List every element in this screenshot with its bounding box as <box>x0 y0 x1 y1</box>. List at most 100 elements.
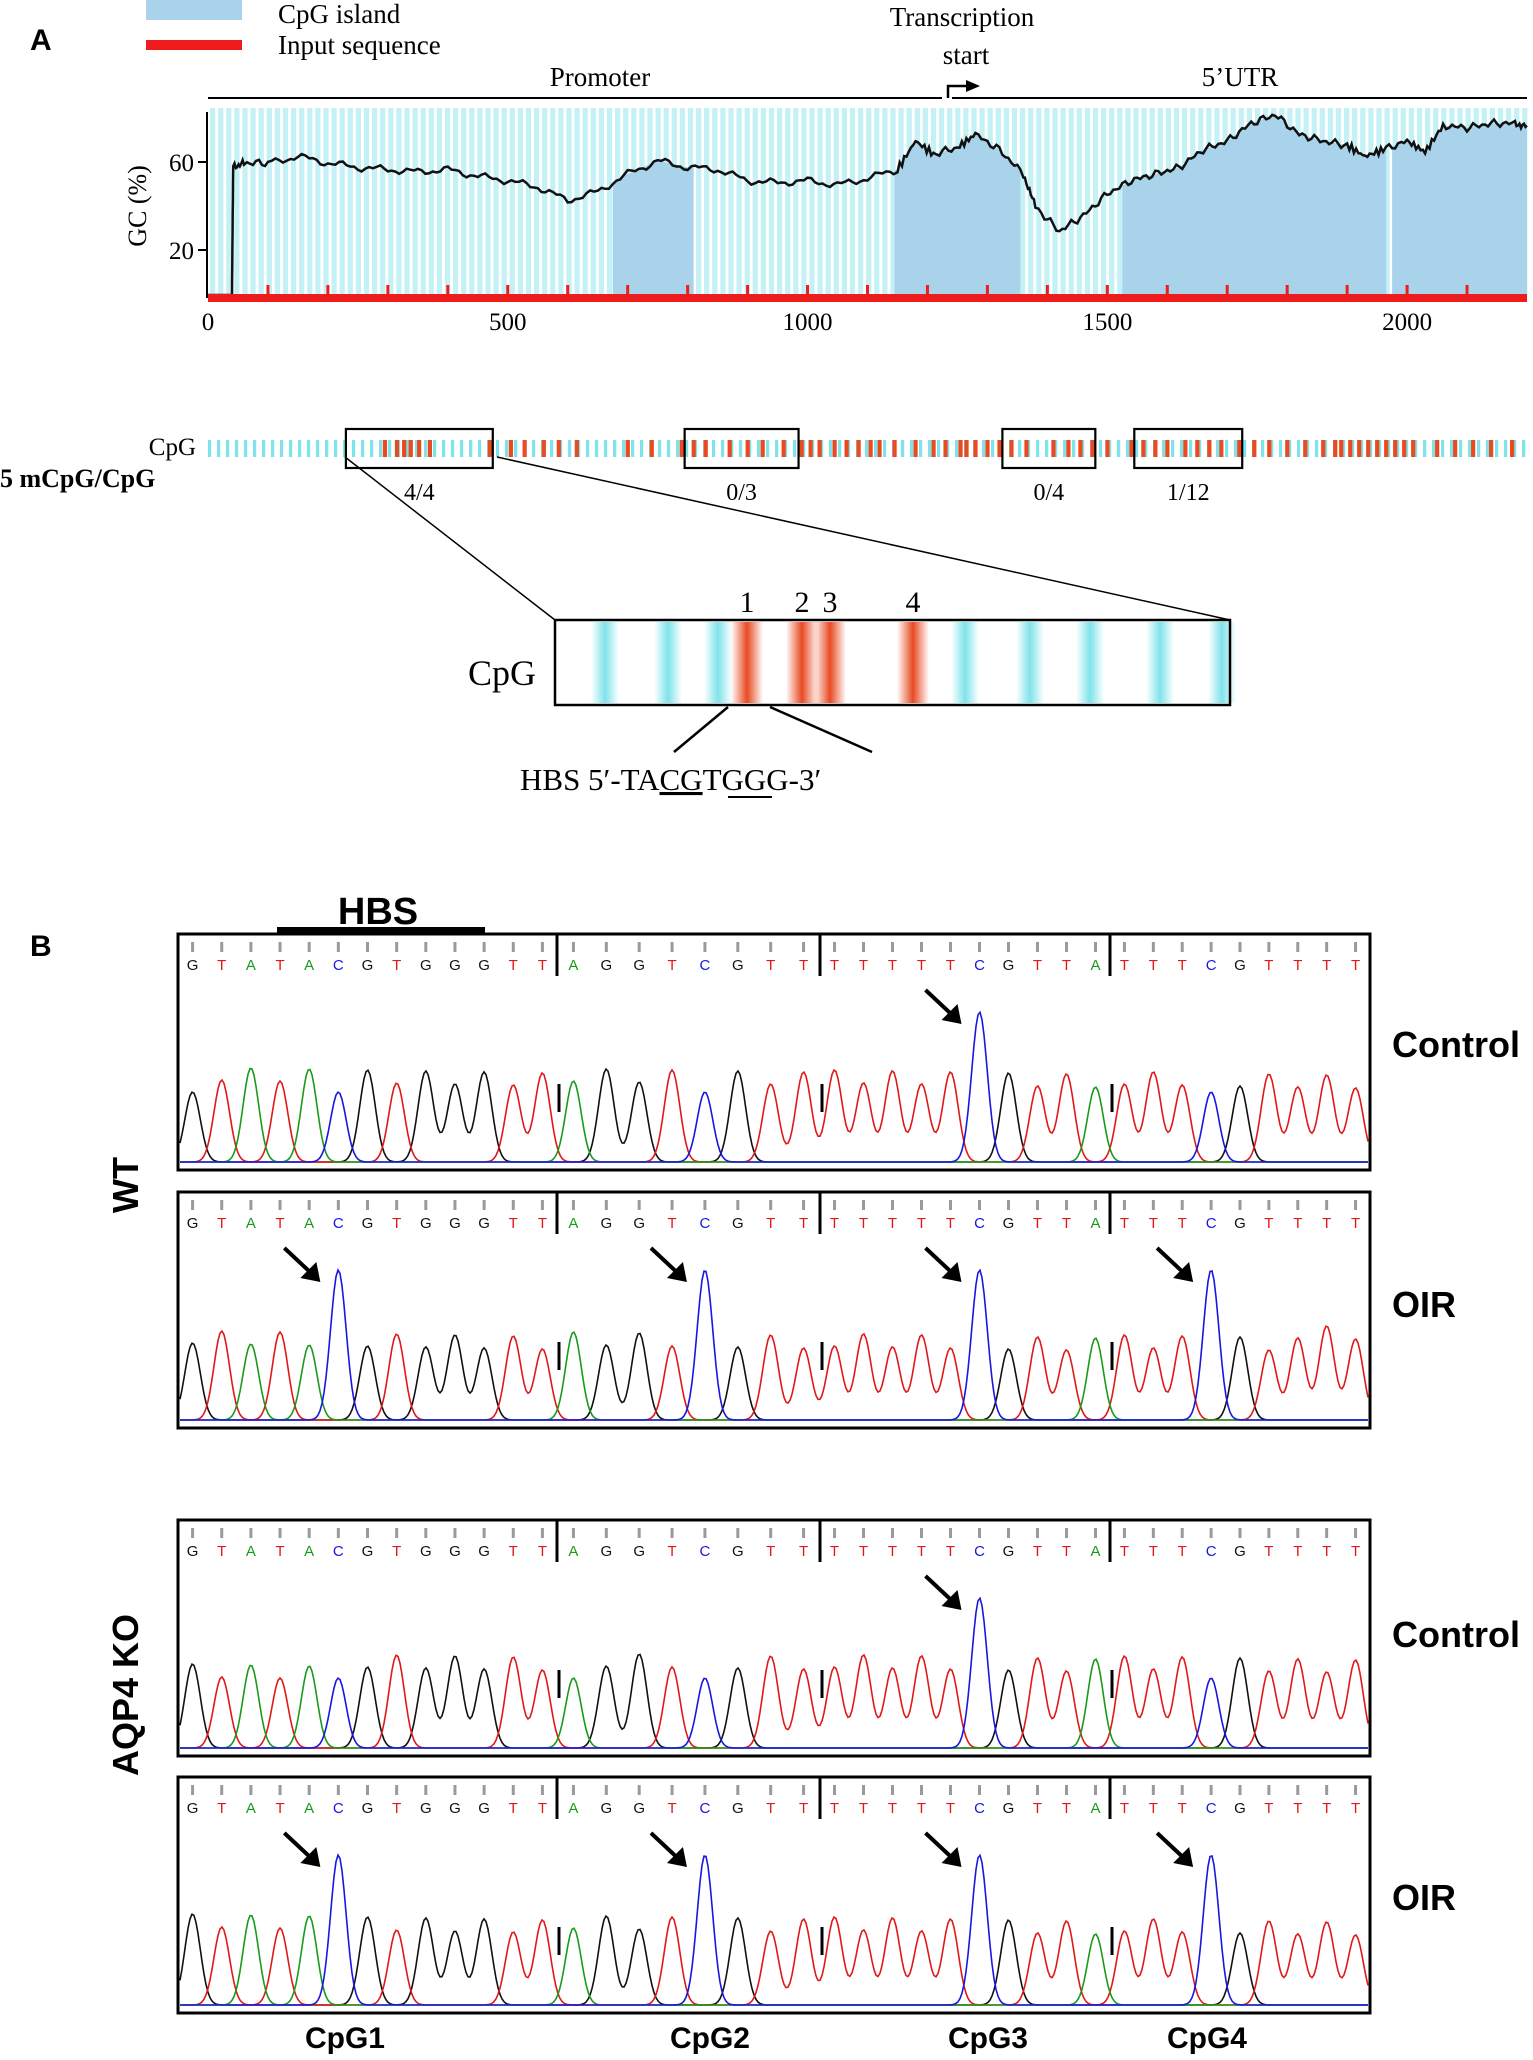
gc-stripe <box>339 108 345 295</box>
quality-bar <box>366 942 369 952</box>
cpg-site-mark <box>799 440 804 457</box>
base-call: G <box>449 1800 461 1817</box>
quality-bar <box>249 1785 253 1795</box>
cpg-track-stripe <box>1396 440 1400 457</box>
quality-bar <box>395 1785 399 1795</box>
base-call: T <box>946 1215 955 1232</box>
cpg-site-mark <box>1357 440 1362 457</box>
cpg-site-mark <box>625 440 630 457</box>
cpg-track-stripe <box>955 440 959 457</box>
zoom-bands <box>591 622 1236 703</box>
gc-stripe <box>1384 108 1390 295</box>
base-call: C <box>974 1800 985 1817</box>
cpg-site-mark <box>1453 440 1458 457</box>
cpg-track-stripe <box>460 440 464 457</box>
base-call: C <box>700 1215 711 1232</box>
cpg-track-stripe <box>595 440 599 457</box>
base-call: T <box>1062 1800 1071 1817</box>
cpg-track-stripe <box>685 440 689 457</box>
cpg-track-stripe <box>262 440 266 457</box>
quality-bar <box>802 1528 806 1538</box>
gc-stripe <box>1117 108 1123 295</box>
base-call: T <box>888 1215 897 1232</box>
quality-bar <box>833 942 836 952</box>
cpg-site-mark <box>1285 440 1290 457</box>
cpg-track-stripe <box>1495 440 1499 457</box>
quality-bar <box>978 1200 981 1210</box>
trace-t <box>180 1653 1369 1749</box>
zoom-cpg-label: CpG <box>468 653 536 693</box>
quality-bar <box>703 942 707 952</box>
methylation-ratio-label: 5 mCpG/CpG <box>0 464 155 493</box>
gc-stripe <box>412 108 418 295</box>
base-call: G <box>187 1215 199 1232</box>
base-call: T <box>917 1215 926 1232</box>
quality-bar <box>220 1200 224 1210</box>
quality-bar <box>604 942 608 952</box>
gc-stripe <box>728 108 734 295</box>
gc-stripe <box>866 108 872 295</box>
base-call: T <box>392 1543 401 1560</box>
gc-stripe <box>720 108 726 295</box>
cpg-track-stripe <box>1324 440 1328 457</box>
tss-arrow-icon <box>946 84 970 98</box>
base-call: G <box>732 1800 744 1817</box>
cpg-track-stripe <box>343 440 347 457</box>
cpg-track-stripe <box>478 440 482 457</box>
base-call: C <box>333 957 344 974</box>
base-call: T <box>830 1543 839 1560</box>
base-call: C <box>700 1543 711 1560</box>
cpg-track-stripe <box>586 440 590 457</box>
cpg-track-stripe <box>1477 440 1481 457</box>
cpg-track-stripe <box>1450 440 1454 457</box>
cpg-track-stripe <box>1243 440 1247 457</box>
base-call: T <box>1178 957 1187 974</box>
cpg-label-3: CpG3 <box>948 2022 1028 2055</box>
base-call: G <box>449 1543 461 1560</box>
hbs-sequence: HBS 5′-TACGTGGG-3′ <box>520 762 821 797</box>
zoom-band-unmethylated <box>704 622 732 703</box>
base-call: T <box>888 1543 897 1560</box>
quality-bar <box>833 1785 836 1795</box>
cpg-site-mark <box>394 440 400 457</box>
cpg-site-mark <box>877 440 882 457</box>
quality-bar <box>978 1528 981 1538</box>
cpg-track-stripe <box>469 440 473 457</box>
quality-bar <box>949 942 952 952</box>
cpg-site-mark <box>1153 440 1158 457</box>
zoom-line-right <box>496 456 1231 621</box>
base-call: T <box>1149 1800 1158 1817</box>
base-call: T <box>667 957 676 974</box>
cpg-track-stripe <box>1315 440 1319 457</box>
cpg-track-stripe <box>298 440 302 457</box>
cpg-site-mark <box>1090 440 1095 457</box>
input-sequence-tick <box>626 285 630 295</box>
gc-stripe <box>234 108 240 295</box>
base-call: T <box>509 1800 518 1817</box>
quality-bar <box>424 942 428 952</box>
quality-bar <box>978 1785 981 1795</box>
gc-stripe <box>1028 108 1034 295</box>
input-sequence-tick <box>506 285 510 295</box>
gc-stripe <box>380 108 386 295</box>
quality-bar <box>540 1200 544 1210</box>
quality-bar <box>1065 1528 1068 1538</box>
quality-bar <box>366 1528 369 1538</box>
base-call: A <box>568 957 578 974</box>
cpg-track-stripe <box>424 440 428 457</box>
base-call: T <box>1033 1543 1042 1560</box>
base-call: G <box>362 1543 374 1560</box>
base-call: G <box>1234 1215 1246 1232</box>
gc-stripe <box>890 108 896 295</box>
quality-bar <box>249 1200 253 1210</box>
base-call: T <box>1264 1215 1273 1232</box>
cpg-track-stripe <box>1144 440 1148 457</box>
cpg-track-stripe <box>1027 440 1031 457</box>
cpg-site-mark <box>745 440 750 457</box>
quality-bar <box>511 1200 515 1210</box>
zoom-line-left <box>344 456 556 621</box>
quality-bar <box>220 942 224 952</box>
base-call: G <box>420 1800 432 1817</box>
base-call: T <box>1293 1215 1302 1232</box>
